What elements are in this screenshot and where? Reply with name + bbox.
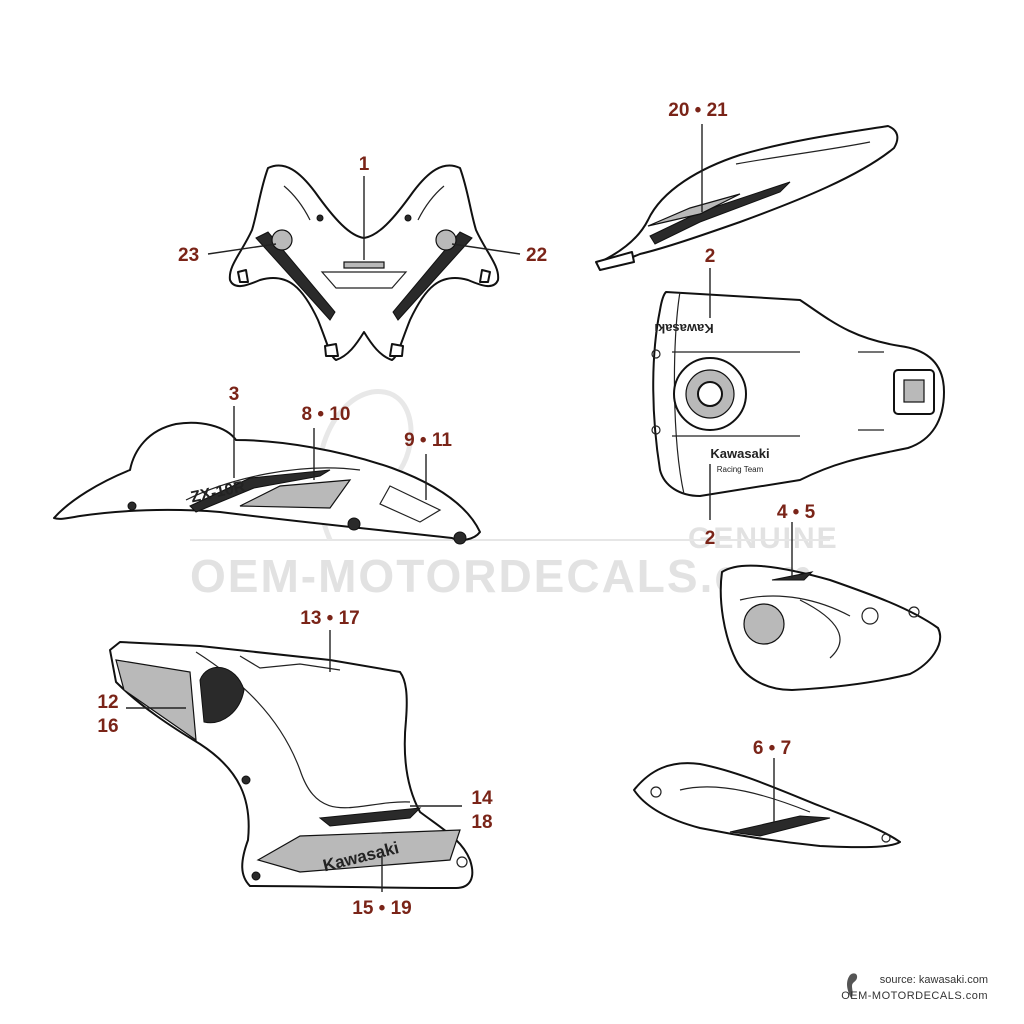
footer-site: OEM-MOTORDECALS.com (841, 990, 988, 1002)
leader-lines (126, 124, 793, 892)
leader-23 (207, 243, 277, 255)
watermark-site-text: OEM-MOTORDECALS.com (190, 550, 815, 602)
callout-1: 1 (359, 154, 370, 175)
part-fuel-tank: Kawasaki Kawasaki Racing Team (651, 291, 945, 497)
part-inner-panel (719, 564, 941, 691)
callout-15-19: 15 • 19 (352, 898, 411, 919)
part-front-cowl (228, 164, 500, 361)
footer-emblem-icon (847, 973, 858, 998)
callout-9-11: 9 • 11 (404, 430, 452, 451)
watermark: OEM-MOTORDECALS.com GENUINE (190, 389, 839, 602)
callout-2-bottom: 2 (705, 528, 716, 549)
callout-20-21: 20 • 21 (668, 100, 728, 121)
part-tail-cowl (595, 125, 899, 271)
part-side-fairing-lower: Kawasaki (109, 641, 474, 889)
callout-13-17: 13 • 17 (300, 608, 359, 629)
tank-tagline-text: Racing Team (717, 465, 764, 474)
part-side-fairing-upper: ZX-10R (53, 421, 481, 545)
tank-brand-text: Kawasaki (710, 446, 769, 461)
callout-8-10: 8 • 10 (302, 404, 351, 425)
leader-22 (451, 243, 521, 255)
watermark-badge-text: GENUINE (688, 522, 839, 555)
callout-18: 18 (471, 812, 492, 833)
footer-source: source: kawasaki.com (879, 974, 988, 986)
callout-14: 14 (471, 788, 493, 809)
callout-16: 16 (97, 716, 118, 737)
callouts: 1 22 23 20 • 21 2 2 3 8 • 10 9 • 11 4 • … (97, 100, 815, 919)
tank-brand-mirrored-text: Kawasaki (654, 321, 713, 336)
callout-22: 22 (526, 245, 547, 266)
callout-3: 3 (229, 384, 240, 405)
callout-23: 23 (178, 245, 199, 266)
callout-6-7: 6 • 7 (753, 738, 791, 759)
callout-4-5: 4 • 5 (777, 502, 816, 523)
callout-2-top: 2 (705, 246, 716, 267)
part-belly-pan (633, 762, 901, 849)
callout-12: 12 (97, 692, 118, 713)
